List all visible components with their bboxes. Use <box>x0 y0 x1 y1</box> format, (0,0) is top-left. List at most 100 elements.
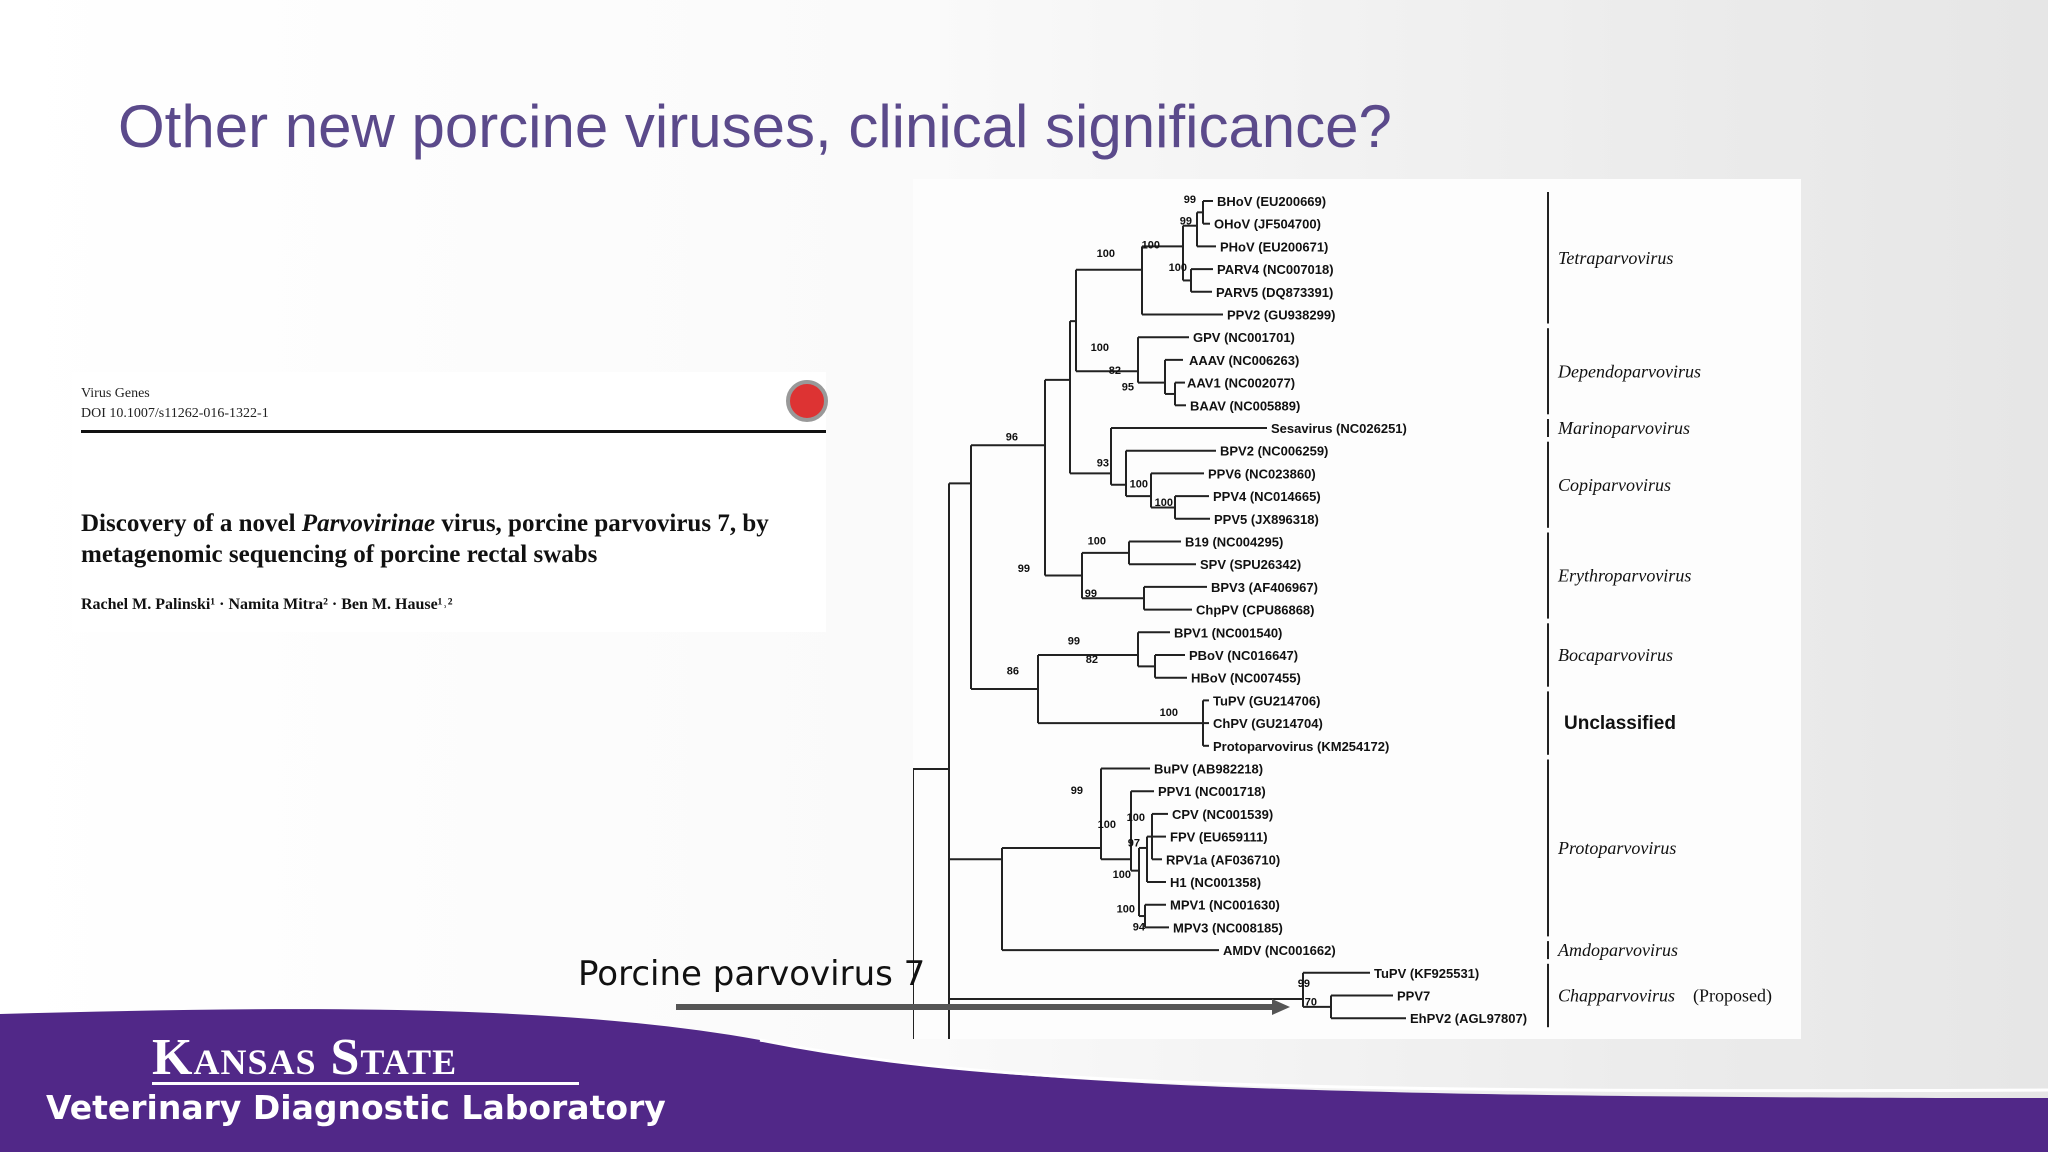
leaf-label: CPV (NC001539) <box>1172 807 1273 822</box>
leaf-label: TuPV (KF925531) <box>1374 966 1479 981</box>
bootstrap-value: 100 <box>1130 478 1148 490</box>
footer-divider <box>759 1038 2048 1093</box>
genus-label: Chapparvovirus <box>1558 986 1675 1006</box>
bootstrap-value: 99 <box>1085 588 1097 600</box>
arrow-head-icon <box>1272 999 1290 1015</box>
genus-label: Unclassified <box>1564 713 1676 734</box>
leaf-label: BPV1 (NC001540) <box>1174 625 1282 640</box>
bootstrap-value: 100 <box>1117 904 1135 916</box>
bootstrap-value: 94 <box>1133 922 1146 934</box>
leaf-label: PPV2 (GU938299) <box>1227 308 1335 323</box>
genus-label: Marinoparvovirus <box>1557 418 1690 438</box>
bootstrap-value: 96 <box>1006 432 1018 444</box>
bootstrap-value: 99 <box>1184 194 1196 206</box>
genus-label: Dependoparvovirus <box>1557 361 1701 381</box>
leaf-label: OHoV (JF504700) <box>1214 217 1321 232</box>
bootstrap-value: 99 <box>1018 563 1030 575</box>
bootstrap-value: 100 <box>1155 497 1173 509</box>
paper-journal-block: Virus Genes DOI 10.1007/s11262-016-1322-… <box>81 384 269 424</box>
genus-label: Amdoparvovirus <box>1557 940 1678 960</box>
bootstrap-value: 86 <box>1007 666 1019 678</box>
leaf-label: AAAV (NC006263) <box>1189 353 1299 368</box>
leaf-label: PPV5 (JX896318) <box>1214 512 1319 527</box>
leaf-label: PARV5 (DQ873391) <box>1216 285 1333 300</box>
slide-title: Other new porcine viruses, clinical sign… <box>118 93 1392 160</box>
leaf-label: PARV4 (NC007018) <box>1217 262 1334 277</box>
paper-excerpt: Virus Genes DOI 10.1007/s11262-016-1322-… <box>72 372 828 632</box>
leaf-label: BPV2 (NC006259) <box>1220 444 1328 459</box>
logo-line2: Veterinary Diagnostic Laboratory <box>46 1088 666 1127</box>
bootstrap-value: 82 <box>1109 365 1121 377</box>
leaf-label: AAV1 (NC002077) <box>1187 376 1295 391</box>
bootstrap-value: 82 <box>1086 654 1098 666</box>
logo-underline <box>152 1082 579 1085</box>
genus-label: Erythroparvovirus <box>1557 566 1691 586</box>
journal-name: Virus Genes <box>81 386 150 401</box>
bootstrap-value: 93 <box>1097 458 1109 470</box>
bootstrap-value: 100 <box>1169 262 1187 274</box>
leaf-label: MPV1 (NC001630) <box>1170 898 1280 913</box>
leaf-label: BPV3 (AF406967) <box>1211 580 1318 595</box>
leaf-label: BAAV (NC005889) <box>1190 398 1300 413</box>
tree-canvas: BHoV (EU200669) OHoV (JF504700) PHoV (EU20… <box>913 192 1772 1039</box>
leaf-label: FPV (EU659111) <box>1170 830 1268 845</box>
leaf-label: SPV (SPU26342) <box>1200 557 1301 572</box>
leaf-label: PHoV (EU200671) <box>1220 239 1328 254</box>
arrow-label: Porcine parvovirus 7 <box>578 954 926 994</box>
logo-line1: Kansas State <box>152 1029 458 1086</box>
leaf-label: ChPV (GU214704) <box>1213 716 1323 731</box>
leaf-label: GPV (NC001701) <box>1193 330 1295 345</box>
proposed-label: (Proposed) <box>1693 986 1772 1007</box>
leaf-label: PBoV (NC016647) <box>1189 648 1298 663</box>
bootstrap-value: 100 <box>1098 819 1116 831</box>
leaf-label: RPV1a (AF036710) <box>1166 852 1280 867</box>
footer-band <box>0 1009 2048 1152</box>
bootstrap-value: 99 <box>1298 978 1310 990</box>
paper-title-italic: Parvovirinae <box>301 510 436 537</box>
paper-authors: Rachel M. Palinski¹ · Namita Mitra² · Be… <box>81 596 453 613</box>
leaf-label: PPV7 <box>1397 989 1430 1004</box>
bootstrap-value: 99 <box>1071 785 1083 797</box>
paper-title: Discovery of a novel Parvovirinae virus,… <box>81 508 821 570</box>
leaf-label: BuPV (AB982218) <box>1154 762 1263 777</box>
leaf-label: EhPV2 (AGL97807) <box>1410 1011 1527 1026</box>
leaf-label: H1 (NC001358) <box>1170 875 1261 890</box>
leaf-label: Sesavirus (NC026251) <box>1271 421 1407 436</box>
bootstrap-value: 99 <box>1068 635 1080 647</box>
paper-doi: DOI 10.1007/s11262-016-1322-1 <box>81 406 269 421</box>
leaf-label: AMDV (NC001662) <box>1223 943 1336 958</box>
genus-label: Tetraparvovirus <box>1558 248 1673 268</box>
leaf-label: Protoparvovirus (KM254172) <box>1213 739 1389 754</box>
leaf-label: ChpPV (CPU86868) <box>1196 603 1314 618</box>
leaf-label: TuPV (GU214706) <box>1213 693 1320 708</box>
leaf-label: BHoV (EU200669) <box>1217 194 1326 209</box>
genus-label: Protoparvovirus <box>1557 838 1676 858</box>
bootstrap-value: 100 <box>1160 707 1178 719</box>
bootstrap-value: 97 <box>1128 838 1140 850</box>
bootstrap-value: 100 <box>1142 239 1160 251</box>
tree-branch <box>913 768 949 1039</box>
header-rule <box>81 430 826 433</box>
bootstrap-value: 100 <box>1091 342 1109 354</box>
genus-label: Copiparvovirus <box>1558 475 1671 495</box>
leaf-label: HBoV (NC007455) <box>1191 671 1301 686</box>
bootstrap-value: 100 <box>1113 869 1131 881</box>
paper-title-part1: Discovery of a novel <box>81 510 302 537</box>
leaf-label: PPV6 (NC023860) <box>1208 466 1316 481</box>
bootstrap-value: 70 <box>1305 997 1317 1009</box>
bootstrap-value: 95 <box>1122 382 1134 394</box>
paper-title-part2: virus, porcine parvovirus 7, by metageno… <box>81 510 769 568</box>
bootstrap-value: 100 <box>1088 536 1106 548</box>
phylogenetic-tree: BHoV (EU200669) OHoV (JF504700) PHoV (EU20… <box>913 179 1801 1039</box>
bootstrap-value: 100 <box>1097 248 1115 260</box>
leaf-label: PPV1 (NC001718) <box>1158 784 1266 799</box>
leaf-label: B19 (NC004295) <box>1185 535 1283 550</box>
publisher-logo-icon <box>786 380 828 422</box>
bootstrap-value: 100 <box>1127 812 1145 824</box>
genus-label: Bocaparvovirus <box>1558 645 1673 665</box>
leaf-label: PPV4 (NC014665) <box>1213 489 1321 504</box>
bootstrap-value: 99 <box>1180 216 1192 228</box>
leaf-label: MPV3 (NC008185) <box>1173 920 1283 935</box>
